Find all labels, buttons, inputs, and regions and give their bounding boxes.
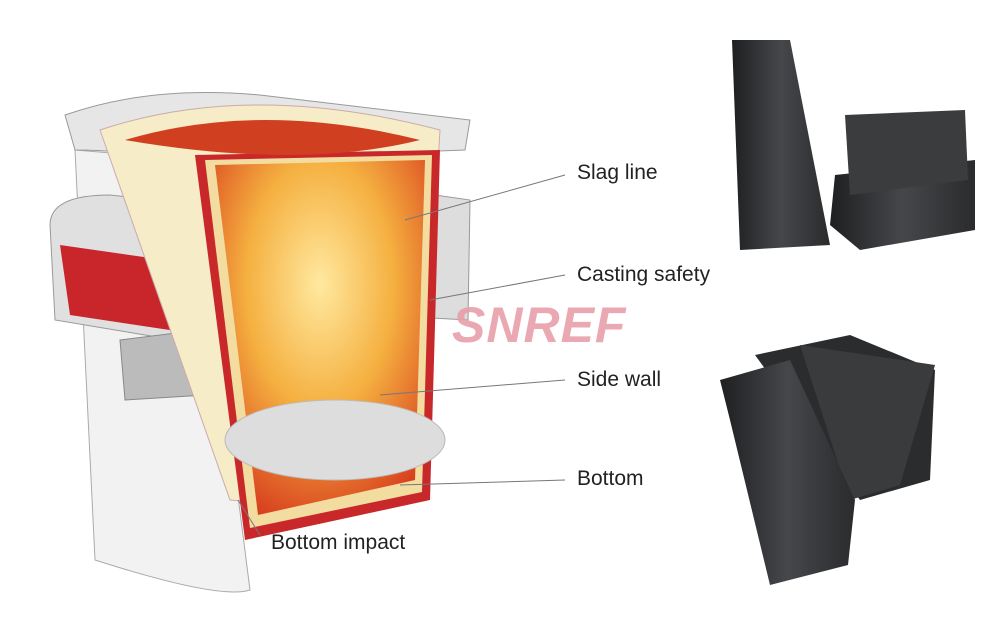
label-bottom: Bottom [577, 467, 644, 490]
refractory-bricks-top [732, 40, 975, 250]
label-side-wall: Side wall [577, 368, 662, 391]
label-slag-line: Slag line [577, 161, 658, 184]
leader-lines [237, 174, 566, 536]
refractory-lining [99, 104, 446, 540]
label-casting-safety: Casting safety [577, 263, 711, 286]
watermark-logo: SNREF [452, 297, 627, 353]
refractory-bricks-bottom [720, 335, 935, 585]
label-bottom-impact: Bottom impact [271, 531, 406, 554]
